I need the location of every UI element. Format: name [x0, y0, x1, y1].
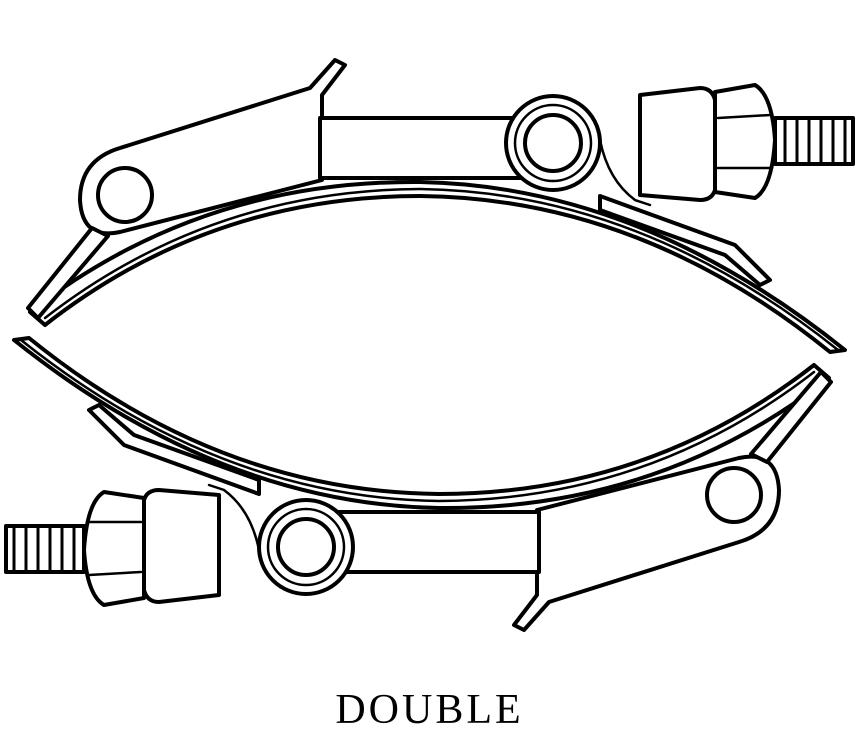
lower-band-edge [19, 338, 816, 503]
lower-hex-nut [82, 490, 146, 607]
double-clamp-drawing [4, 58, 855, 632]
upper-band-edge [43, 187, 840, 352]
upper-band-tongue [598, 194, 772, 287]
lower-hinge-strap [207, 483, 261, 552]
upper-clamp [26, 58, 855, 354]
upper-thread-lines [783, 118, 847, 164]
lower-clamp [4, 336, 833, 632]
upper-bolt-thread [773, 116, 855, 166]
lower-cylinder [142, 488, 221, 604]
lower-hinge-mid [266, 507, 346, 587]
upper-hinge-pin [523, 113, 583, 173]
lower-bar [337, 510, 541, 574]
upper-hinge-strap [598, 138, 652, 207]
lower-hinge-pin [276, 517, 336, 577]
upper-band [28, 179, 847, 354]
figure-caption: DOUBLE [335, 687, 524, 733]
lower-lever-lip [749, 370, 833, 464]
lower-bolt-thread [4, 524, 86, 574]
upper-lever-hole [96, 166, 154, 224]
lower-band [12, 336, 831, 511]
upper-hex-nut [713, 83, 777, 200]
lower-thread-lines [12, 526, 76, 572]
lower-band-tongue [87, 403, 261, 496]
upper-lever-lip [26, 226, 110, 320]
upper-cylinder [638, 86, 717, 202]
upper-bar [318, 116, 522, 180]
lower-lever-hole [705, 466, 763, 524]
upper-hinge-mid [513, 103, 593, 183]
